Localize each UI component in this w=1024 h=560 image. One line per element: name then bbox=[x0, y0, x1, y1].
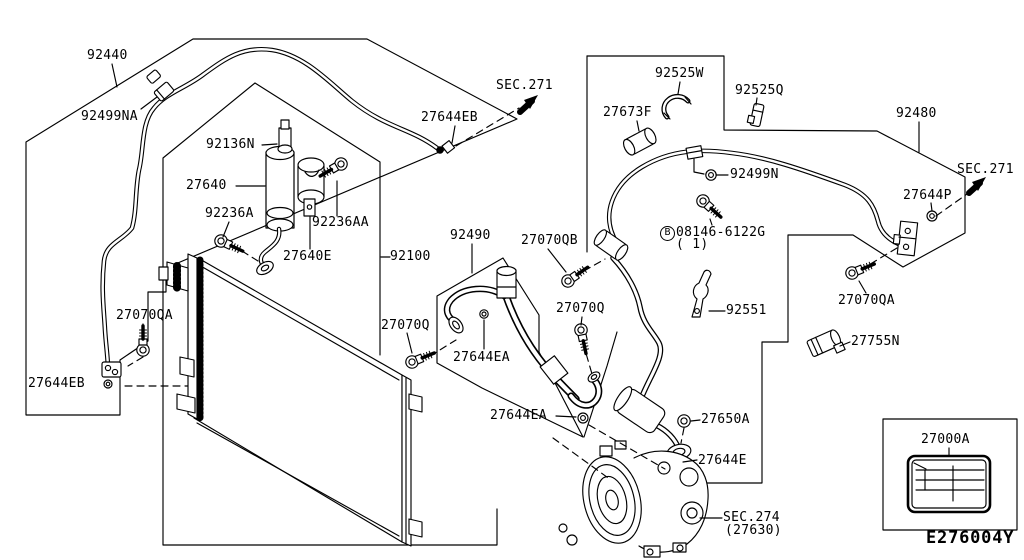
pipe-end-clamp-27644EB bbox=[436, 146, 444, 154]
code-plate-box bbox=[882, 418, 1018, 531]
part-label-92136N: 92136N bbox=[206, 137, 255, 152]
hose-92490 bbox=[443, 265, 603, 409]
condenser-inlet-block bbox=[892, 220, 919, 257]
part-label-27640E: 27640E bbox=[283, 249, 332, 264]
part-label-92480: 92480 bbox=[896, 106, 937, 121]
sec-ref-274-sub: (27630) bbox=[725, 523, 782, 538]
diagram-code: E276004Y bbox=[926, 528, 1015, 548]
sec-ref-274: SEC.274 bbox=[723, 510, 780, 525]
assembly-dashed-lines bbox=[124, 107, 978, 481]
part-label-27755N: 27755N bbox=[851, 334, 900, 349]
drier-bracket-92236AA bbox=[297, 157, 325, 217]
receiver-drier-27640 bbox=[256, 119, 325, 276]
pipe-union-fitting bbox=[593, 229, 629, 261]
part-label-27640: 27640 bbox=[186, 178, 227, 193]
compressor bbox=[558, 440, 709, 558]
part-label-27650A: 27650A bbox=[701, 412, 750, 427]
condenser-tab-right-lower bbox=[408, 518, 423, 538]
fitting-27644EB-left bbox=[101, 361, 122, 389]
clip-92525Q bbox=[746, 102, 765, 128]
oring-27644EA-2 bbox=[577, 412, 589, 424]
condenser-tab-right-upper bbox=[408, 393, 423, 413]
part-label-27070Q-2: 27070Q bbox=[556, 301, 605, 316]
oring-27644EA-1 bbox=[479, 309, 489, 319]
sec-ref-271-top: SEC.271 bbox=[496, 78, 553, 93]
part-label-92440: 92440 bbox=[87, 48, 128, 63]
part-label-27070QB: 27070QB bbox=[521, 233, 578, 248]
pressure-switch-92136N bbox=[277, 119, 293, 154]
part-label-27644EB-top: 27644EB bbox=[421, 110, 478, 125]
part-label-92236A: 92236A bbox=[205, 206, 254, 221]
part-label-27070QA-right: 27070QA bbox=[838, 293, 895, 308]
spec-label-27000A bbox=[906, 454, 992, 514]
condenser bbox=[158, 253, 423, 547]
clip-92525W bbox=[661, 93, 692, 120]
part-label-27644EA-2: 27644EA bbox=[490, 408, 547, 423]
part-label-27644P: 27644P bbox=[903, 188, 952, 203]
part-label-92525Q: 92525Q bbox=[735, 83, 784, 98]
part-label-08146-6122G: 08146-6122G bbox=[676, 225, 766, 240]
nut-27650A bbox=[677, 414, 691, 428]
part-label-92551: 92551 bbox=[726, 303, 767, 318]
bracket-92551 bbox=[691, 269, 712, 318]
clamp-ring-92499N bbox=[705, 169, 717, 181]
part-label-27070QA-left: 27070QA bbox=[116, 308, 173, 323]
leader-lines bbox=[111, 63, 950, 519]
suction-muffler bbox=[613, 386, 666, 434]
condenser-tab-left-upper bbox=[179, 356, 195, 378]
clip-27673F bbox=[622, 127, 657, 156]
part-label-92490: 92490 bbox=[450, 228, 491, 243]
drier-outlet-flange-27640E bbox=[256, 260, 274, 276]
clamp-92499N bbox=[685, 145, 704, 160]
part-label-27644EB-left: 27644EB bbox=[28, 376, 85, 391]
pipe-92480 bbox=[593, 145, 919, 461]
hose-flange-left bbox=[448, 316, 464, 334]
part-label-92525W: 92525W bbox=[655, 66, 704, 81]
part-label-27000A: 27000A bbox=[921, 432, 970, 447]
part-label-92499N: 92499N bbox=[730, 167, 779, 182]
part-label-27673F: 27673F bbox=[603, 105, 652, 120]
part-label-27070Q-1: 27070Q bbox=[381, 318, 430, 333]
callout-circle-b: B bbox=[660, 226, 675, 241]
clip-27755N bbox=[806, 329, 846, 357]
callout-qty-b: ( 1) bbox=[676, 237, 709, 252]
condenser-tab-left-lower bbox=[176, 393, 196, 414]
hose-crimp-collar bbox=[539, 355, 569, 385]
part-label-92236AA: 92236AA bbox=[312, 215, 369, 230]
part-label-92499NA: 92499NA bbox=[81, 109, 138, 124]
sec-271-arrow-top bbox=[517, 95, 538, 115]
part-label-92100: 92100 bbox=[390, 249, 431, 264]
part-label-27644E: 27644E bbox=[698, 453, 747, 468]
hose-flange-elbow bbox=[587, 371, 601, 383]
part-label-27644EA-1: 27644EA bbox=[453, 350, 510, 365]
sec-ref-271-right: SEC.271 bbox=[957, 162, 1014, 177]
